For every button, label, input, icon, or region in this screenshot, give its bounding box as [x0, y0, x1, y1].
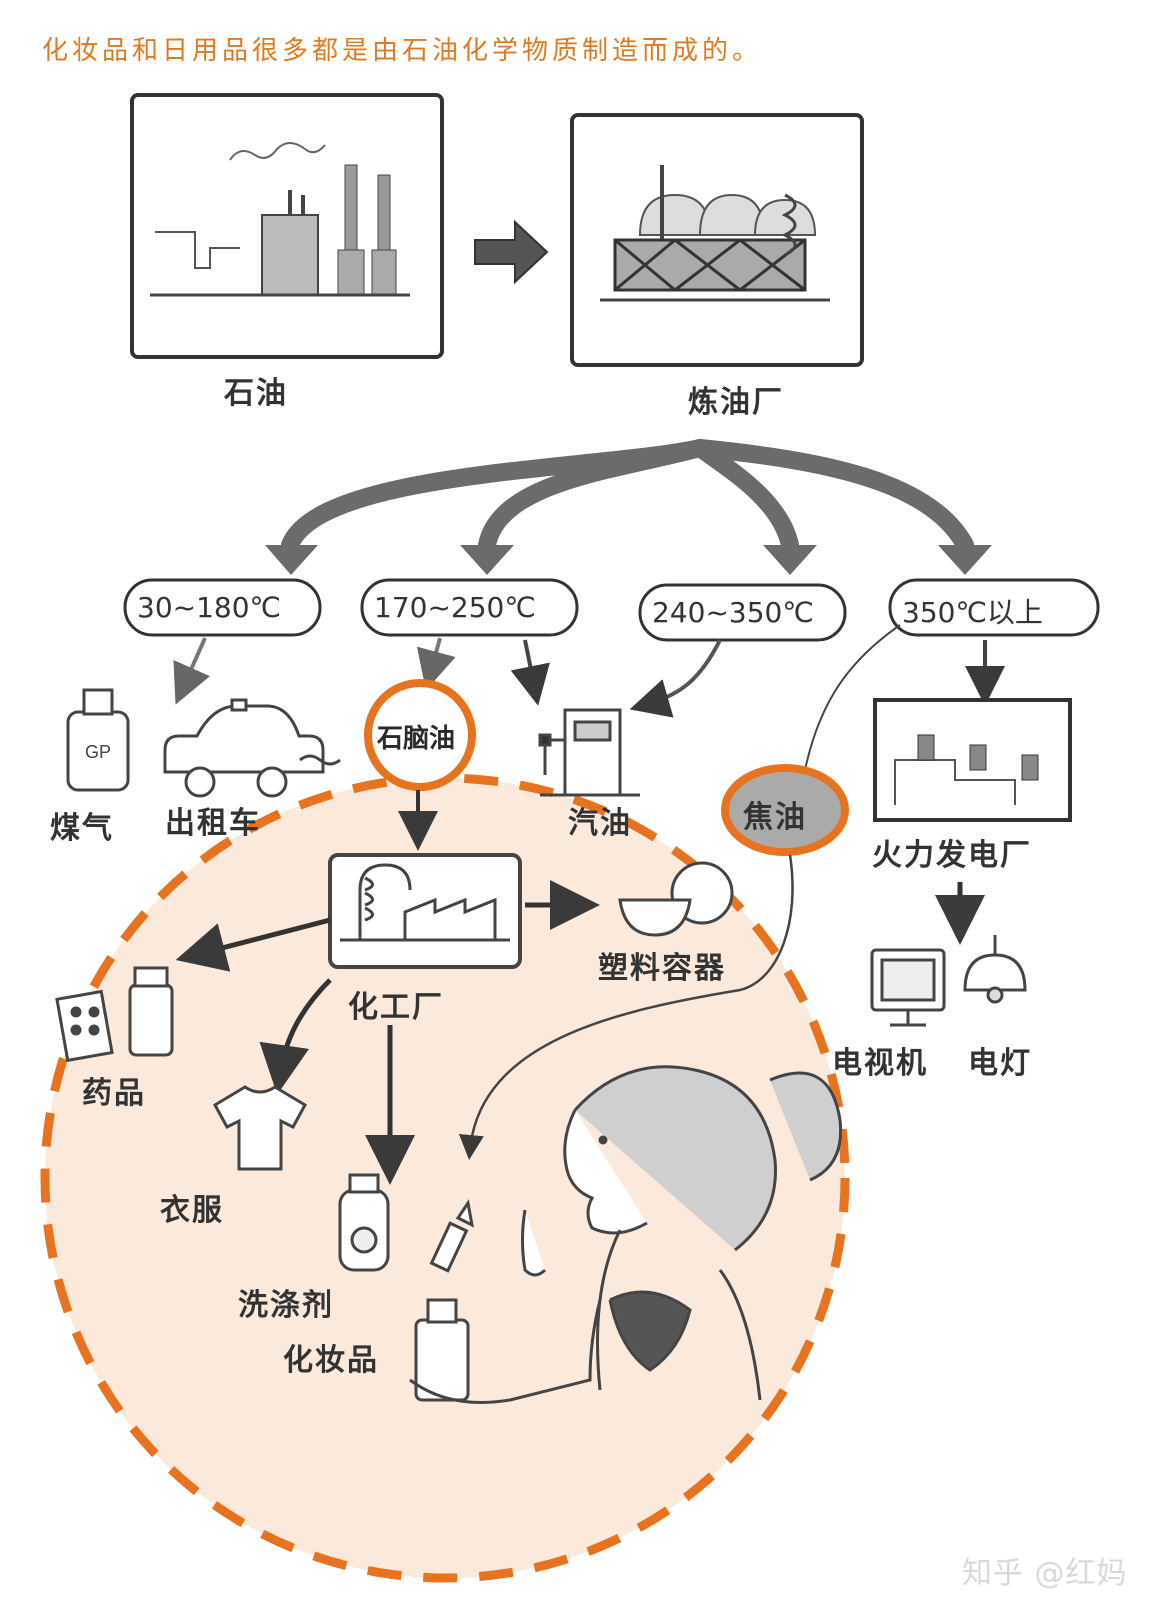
chemical-products-circle	[40, 773, 850, 1583]
label-petroleum: 石油	[224, 376, 288, 411]
label-taxi: 出租车	[165, 806, 261, 841]
detergent-illustration	[338, 1173, 390, 1272]
gas-pump-illustration	[538, 708, 640, 797]
chemical-plant-illustration	[328, 853, 522, 969]
label-gasoline: 汽油	[568, 806, 632, 841]
page-title: 化妆品和日用品很多都是由石油化学物质制造而成的。	[42, 36, 763, 66]
power-plant-illustration	[873, 698, 1072, 822]
gas-can-illustration	[66, 688, 130, 792]
temp-range-3: 240~350℃	[652, 596, 814, 629]
label-plastic-container: 塑料容器	[598, 951, 726, 986]
label-clothes: 衣服	[160, 1193, 224, 1228]
temperature-output-arrows	[173, 624, 1005, 771]
girl-illustration	[409, 1065, 843, 1404]
lipstick-illustration	[429, 1199, 475, 1273]
watermark: 知乎 @红妈	[962, 1556, 1128, 1591]
temp-range-4: 350℃以上	[902, 596, 1043, 629]
refinery-illustration	[570, 113, 864, 367]
label-naphtha: 石脑油	[377, 724, 456, 754]
label-power-plant: 火力发电厂	[872, 838, 1032, 873]
label-detergent: 洗涤剂	[238, 1288, 334, 1323]
coal-tar-highlight	[721, 764, 849, 856]
label-medicine: 药品	[82, 1076, 146, 1111]
lamp-illustration	[963, 935, 1027, 1004]
naphtha-highlight	[364, 679, 476, 791]
petroleum-illustration	[130, 93, 444, 359]
refinery-branch-arrows	[281, 439, 974, 554]
label-chemical-plant: 化工厂	[348, 990, 444, 1025]
coal-tar-line	[458, 854, 794, 1160]
label-tv: 电视机	[832, 1046, 928, 1081]
tv-illustration	[870, 948, 946, 1027]
medicine-illustration	[55, 966, 174, 1063]
label-cosmetics: 化妆品	[283, 1343, 379, 1378]
label-lamp: 电灯	[968, 1046, 1032, 1081]
chemical-plant-arrows	[175, 880, 600, 1185]
label-refinery: 炼油厂	[688, 385, 784, 420]
gas-can-label: GP	[85, 742, 111, 762]
branch-arrowheads	[265, 545, 992, 575]
plastic-container-illustration	[618, 861, 734, 937]
petroleum-to-refinery-arrow	[474, 219, 549, 285]
temp-range-2: 170~250℃	[374, 591, 536, 624]
taxi-illustration	[163, 698, 341, 798]
shirt-illustration	[212, 1085, 308, 1171]
temperature-pills	[123, 578, 1100, 642]
perfume-illustration	[414, 1298, 470, 1402]
temp-range-1: 30~180℃	[137, 591, 281, 624]
label-gas: 煤气	[50, 811, 114, 846]
label-coal-tar: 焦油	[743, 800, 807, 835]
